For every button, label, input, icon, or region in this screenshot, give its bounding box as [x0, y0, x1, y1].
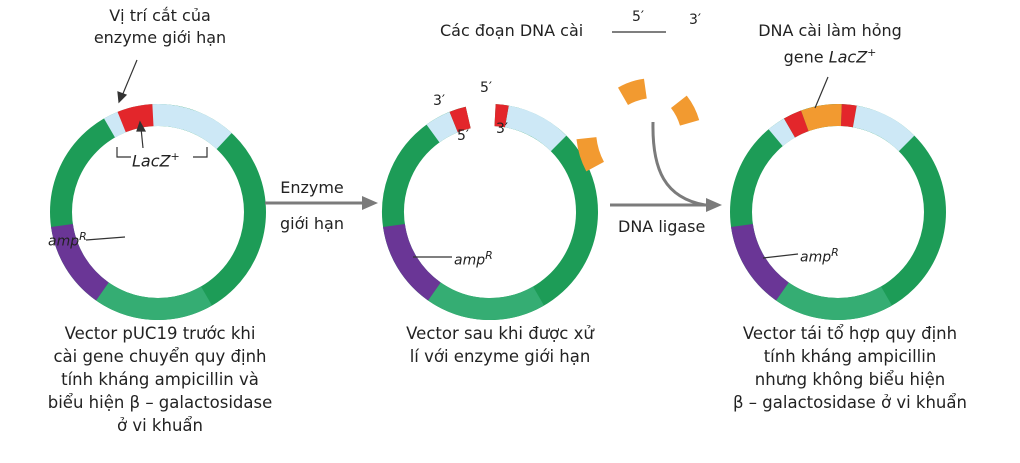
- arrow-enzyme: [265, 196, 378, 210]
- sticky-end-right: [840, 104, 857, 128]
- lacz-sup: +: [170, 150, 180, 163]
- insert-dna-fragments: [576, 78, 700, 172]
- frag-prime-5: 5′: [632, 9, 645, 25]
- enzyme-line2: giới hạn: [279, 214, 344, 233]
- ampr-label-1: ampR: [48, 226, 87, 253]
- ampr-sup: R: [831, 246, 839, 259]
- caption-vector1: Vector pUC19 trước khi cài gene chuyển q…: [20, 322, 300, 437]
- caption-line: lí với enzyme giới hạn: [409, 347, 591, 366]
- segment-lacz-right: [504, 105, 567, 152]
- cut-site-line2: enzyme giới hạn: [93, 28, 227, 47]
- insert-fragment: [618, 78, 648, 106]
- segment-lacz-left: [426, 111, 459, 143]
- insert-damage-line2: gene LacZ+: [735, 42, 925, 68]
- caption-line: Vector pUC19 trước khi: [64, 324, 256, 343]
- caption-line: nhưng không biểu hiện: [754, 370, 946, 389]
- caption-line: Vector tái tổ hợp quy định: [742, 324, 958, 343]
- segment-ampr: [731, 223, 789, 301]
- prime-3-left: 3′: [433, 93, 446, 109]
- segment-cut-site: [117, 104, 154, 133]
- sticky-end-right: [494, 104, 509, 128]
- ampr-sup: R: [79, 230, 87, 243]
- cut-site-line1: Vị trí cắt của: [109, 6, 211, 25]
- prime-5-right: 5′: [480, 80, 493, 96]
- ligase-label: DNA ligase: [618, 217, 706, 236]
- insert-fragment: [576, 136, 605, 172]
- insert-damage-label: DNA cài làm hỏng gene LacZ+: [735, 20, 925, 68]
- plasmid-puc19: [50, 104, 266, 320]
- segment-lacz-right: [852, 105, 915, 152]
- insert-damage-line1: DNA cài làm hỏng: [758, 21, 902, 40]
- insert-fragments-label: Các đoạn DNA cài: [440, 21, 584, 40]
- ampr-text: amp: [800, 249, 832, 266]
- ampr-text: amp: [48, 233, 80, 250]
- segment-ampr: [51, 223, 109, 301]
- caption-vector3: Vector tái tổ hợp quy định tính kháng am…: [705, 322, 995, 414]
- segment-backbone-light: [776, 282, 892, 320]
- plasmid-cut: [382, 104, 598, 320]
- caption-line: cài gene chuyển quy định: [53, 347, 267, 366]
- ampr-sup: R: [485, 249, 493, 262]
- plasmid-recombinant: [730, 104, 946, 320]
- caption-vector2: Vector sau khi được xử lí với enzyme giớ…: [360, 322, 640, 368]
- ampr-text: amp: [454, 252, 486, 269]
- ampr-label-2: ampR: [454, 245, 493, 272]
- segment-lacz-left: [768, 118, 796, 147]
- segment-insert: [801, 104, 842, 132]
- sticky-end-left: [449, 106, 471, 133]
- insert-fragment: [670, 95, 700, 127]
- prime-3-right: 3′: [496, 121, 509, 137]
- caption-line: Vector sau khi được xử: [406, 324, 594, 343]
- sticky-end-left: [784, 110, 809, 138]
- lacz-label: LacZ+: [132, 146, 180, 172]
- caption-line: β – galactosidase ở vi khuẩn: [733, 393, 967, 412]
- leader-lines: [85, 31, 829, 259]
- ampr-label-3: ampR: [800, 242, 839, 269]
- segment-ampr: [383, 223, 441, 301]
- prime-5-left: 5′: [457, 128, 470, 144]
- lacz-sup: +: [867, 46, 877, 59]
- caption-line: tính kháng ampicillin và: [61, 370, 259, 389]
- caption-line: ở vi khuẩn: [117, 416, 203, 435]
- cut-site-label: Vị trí cắt của enzyme giới hạn: [60, 5, 260, 49]
- gene-word: gene: [783, 47, 824, 67]
- caption-line: biểu hiện β – galactosidase: [47, 393, 273, 412]
- lacz-text: LacZ: [132, 151, 171, 171]
- enzyme-line1: Enzyme: [280, 178, 344, 197]
- arrow-ligase: [610, 121, 722, 212]
- segment-backbone-light: [428, 282, 544, 320]
- segment-backbone-light: [96, 282, 212, 320]
- caption-line: tính kháng ampicillin: [763, 347, 937, 366]
- enzyme-arrow-label: Enzyme giới hạn: [262, 178, 362, 235]
- lacz-text: LacZ: [828, 47, 868, 67]
- frag-prime-3: 3′: [689, 12, 702, 28]
